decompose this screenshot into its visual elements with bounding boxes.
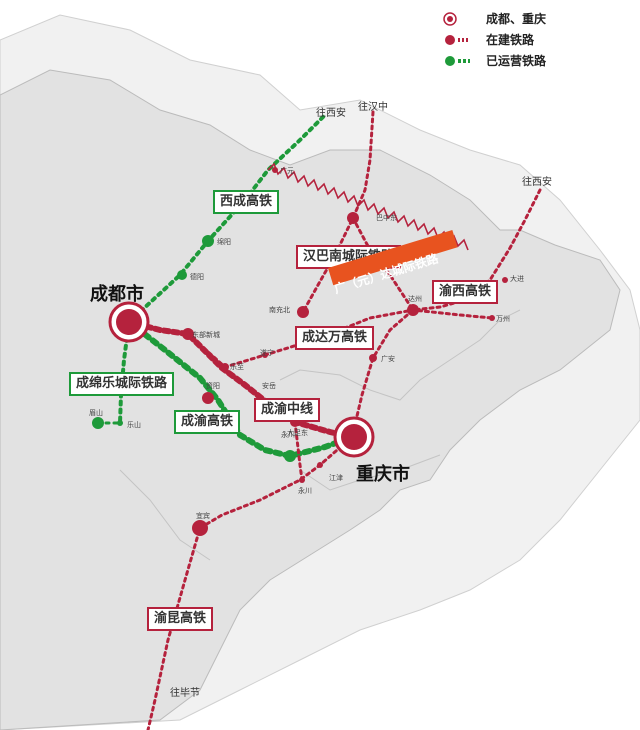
legend-operating-label: 已运营铁路: [486, 54, 547, 68]
town-jiangjin: 江津: [329, 474, 343, 482]
station-guangan: [369, 354, 377, 362]
station-jiangjin: [317, 462, 323, 468]
town-suining: 遂宁: [260, 349, 274, 357]
label-yukun: 渝昆高铁: [147, 607, 214, 631]
station-ziyang: [202, 392, 214, 404]
label-chengyu-mid: 成渝中线: [254, 398, 321, 422]
label-chengyu-hsr: 成渝高铁: [174, 410, 241, 434]
town-meishan: 眉山: [89, 409, 103, 417]
hub-chongqing: [333, 416, 375, 458]
station-lezhi: [221, 363, 229, 371]
line-yuxi: [350, 188, 542, 439]
line-chengyu-hsr: [126, 319, 355, 460]
legend-row-hub: 成都、重庆: [440, 8, 546, 29]
label-xicheng: 西成高铁: [213, 190, 280, 214]
legend: 成都、重庆 在建铁路 已运营铁路: [440, 8, 546, 71]
station-anyue: [242, 382, 248, 388]
town-dongbu: 东部新城: [192, 331, 220, 339]
construction-legend-icon: [440, 33, 486, 47]
station-leshan: [117, 420, 123, 426]
town-dajin: 大进: [510, 275, 524, 283]
town-bazhong: 巴中东: [376, 214, 397, 222]
station-bazhong: [347, 212, 359, 224]
station-suining: [262, 352, 268, 358]
station-deyang: [177, 270, 187, 280]
station-yibin: [192, 520, 208, 536]
line-guangda: [267, 162, 469, 251]
operating-legend-icon: [440, 54, 486, 68]
town-yongchuan: 永川: [281, 431, 295, 439]
city-chengdu-label: 成都市: [90, 284, 144, 305]
town-deyang: 德阳: [190, 273, 204, 281]
legend-construction-label: 在建铁路: [486, 33, 535, 47]
line-yukun: [146, 435, 354, 730]
hub-chengdu: [108, 301, 150, 343]
dir-xian-1: 往西安: [316, 108, 346, 119]
station-dazhou: [407, 304, 419, 316]
town-yongchuan2: 永川: [298, 487, 312, 495]
town-yibin: 宜宾: [196, 512, 210, 520]
legend-hub-label: 成都、重庆: [486, 12, 547, 26]
station-yongchuan2: [299, 477, 305, 483]
legend-row-operating: 已运营铁路: [440, 50, 546, 71]
dir-xian-2: 往西安: [522, 177, 552, 188]
label-chengdawan: 成达万高铁: [295, 326, 375, 350]
boundary-line: [279, 309, 521, 401]
station-yongchuan: [284, 450, 296, 462]
town-lezhi: 乐至: [230, 363, 244, 371]
stations: [92, 167, 508, 536]
town-anyue: 安岳: [262, 382, 276, 390]
station-dongbu: [182, 328, 194, 340]
town-guangyuan: 广元: [280, 167, 294, 175]
town-nanchong: 南充北: [269, 306, 290, 314]
dir-hanzhong: 往汉中: [358, 102, 388, 113]
town-ziyang: 资阳: [206, 382, 220, 390]
town-mianyang: 绵阳: [217, 238, 231, 246]
hub-legend-icon: [440, 11, 486, 26]
town-wanzhou: 万州: [496, 315, 510, 323]
city-chongqing-label: 重庆市: [356, 464, 410, 485]
label-chengmianle: 成绵乐城际铁路: [69, 372, 175, 396]
town-dazudong: 大足东: [287, 429, 308, 437]
line-yongchuan-branch: [293, 420, 304, 482]
town-guangan: 广安: [381, 355, 395, 363]
legend-row-construction: 在建铁路: [440, 29, 546, 50]
boundary-line: [299, 454, 441, 491]
station-dajin: [502, 277, 508, 283]
town-dazhou: 达州: [408, 295, 422, 303]
dir-bijie: 往毕节: [170, 688, 200, 699]
station-guangyuan: [272, 167, 278, 173]
station-mianyang: [202, 235, 214, 247]
station-wanzhou: [489, 315, 495, 321]
station-meishan: [92, 417, 104, 429]
station-nanchong: [297, 306, 309, 318]
town-leshan: 乐山: [127, 421, 141, 429]
boundary-line: [119, 469, 211, 561]
label-yuxi: 渝西高铁: [432, 280, 499, 304]
